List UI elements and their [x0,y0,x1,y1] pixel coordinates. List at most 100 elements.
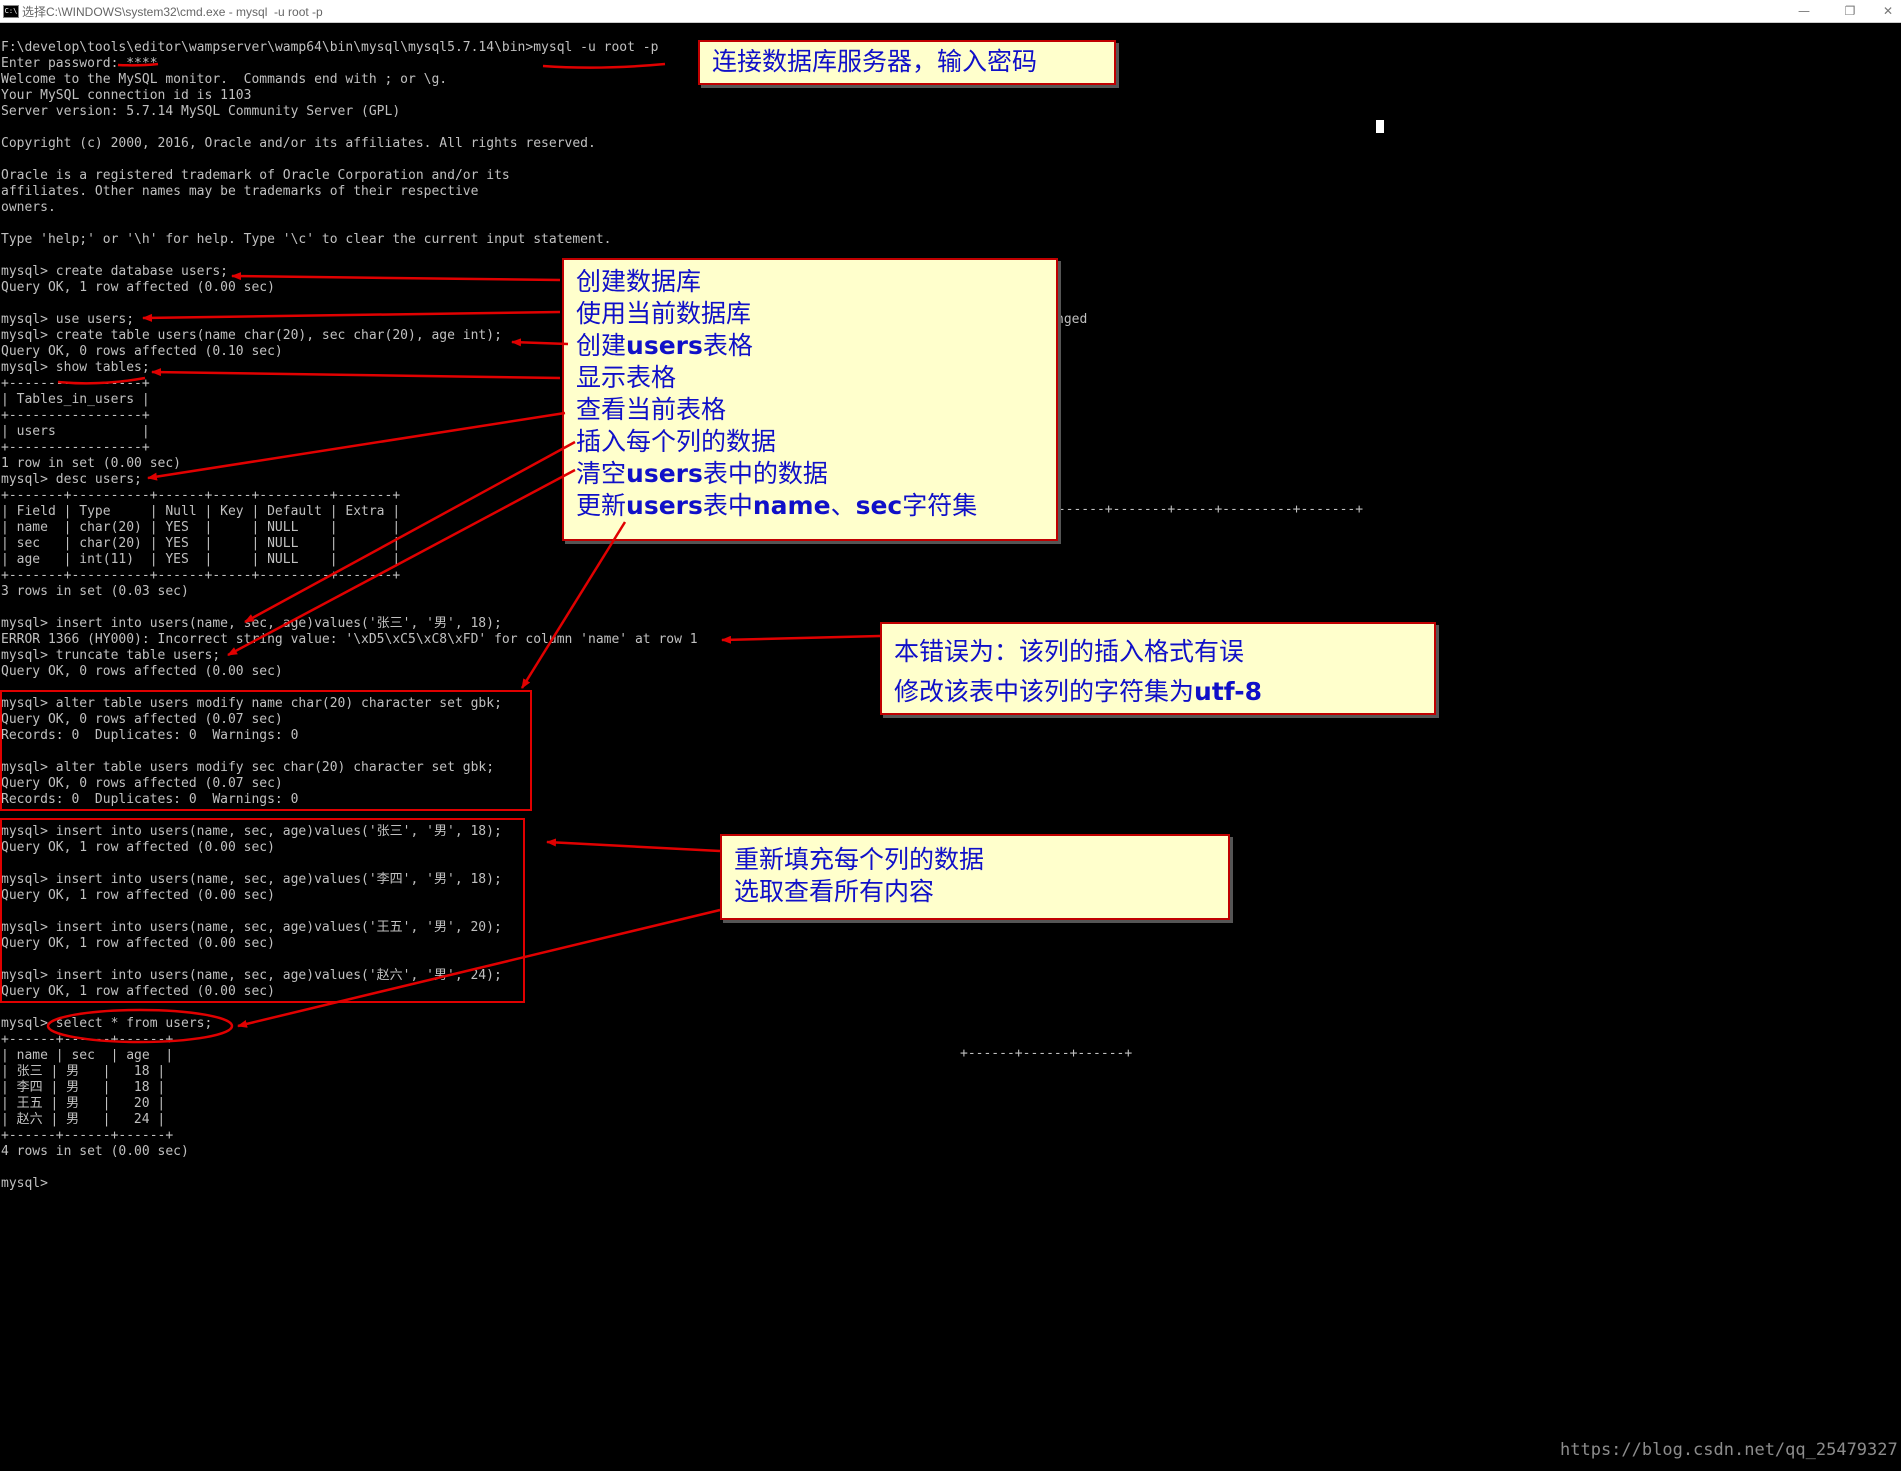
window-title: 选择C:\WINDOWS\system32\cmd.exe - mysql -u… [22,5,323,19]
terminal-line: Server version: 5.7.14 MySQL Community S… [1,104,401,119]
terminal-line: Query OK, 1 row affected (0.00 sec) [1,280,275,295]
watermark: https://blog.csdn.net/qq_25479327 [1560,1440,1898,1460]
terminal-line: | users | [1,424,150,439]
terminal-line: | name | sec | age | [1,1048,174,1063]
terminal-line: +-------+----------+------+-----+-------… [1,488,401,503]
terminal-line: Query OK, 0 rows affected (0.07 sec) [1,712,283,727]
terminal-line: Query OK, 1 row affected (0.00 sec) [1,888,275,903]
arrow [151,368,561,380]
terminal-line: mysql> insert into users(name, sec, age)… [1,920,502,935]
terminal-line: mysql> alter table users modify name cha… [1,696,502,711]
terminal-line: | 李四 | 男 | 18 | [1,1080,166,1095]
terminal-line: Query OK, 0 rows affected (0.10 sec) [1,344,283,359]
highlight-ellipse [46,1008,234,1044]
terminal-line: Query OK, 1 row affected (0.00 sec) [1,984,275,999]
terminal-line: Your MySQL connection id is 1103 [1,88,252,103]
callout-step: 查看当前表格 [576,395,727,424]
terminal-line: mysql> select * from users; [1,1016,213,1031]
terminal-line: | Tables_in_users | [1,392,150,407]
terminal-line: | age | int(11) | YES | | NULL | | [1,552,401,567]
callout-step: 显示表格 [576,363,677,392]
callout-step: 使用当前数据库 [576,299,752,328]
callout-connect-text: 连接数据库服务器，输入密码 [712,47,1038,76]
callout-step: 创建数据库 [576,267,702,296]
terminal-line: mysql> alter table users modify sec char… [1,760,495,775]
callout-error-line: 本错误为：该列的插入格式有误 [894,637,1245,666]
underline-mark [117,62,159,67]
terminal-line: Oracle is a registered trademark of Orac… [1,168,510,183]
terminal-line: | Field | Type | Null | Key | Default | … [1,504,401,519]
arrow [227,468,576,657]
terminal-line: +-----------------+ [1,440,150,455]
callout-step: 更新users表中name、sec字符集 [576,491,978,520]
callout-refill-line: 重新填充每个列的数据 [734,845,985,874]
callout-error-line: 修改该表中该列的字符集为utf-8 [894,677,1262,706]
callout-connect: 连接数据库服务器，输入密码 [698,40,1116,85]
arrow [244,440,576,624]
terminal-line: Query OK, 1 row affected (0.00 sec) [1,936,275,951]
callout-refill: 重新填充每个列的数据 选取查看所有内容 [720,834,1230,920]
terminal-line: ERROR 1366 (HY000): Incorrect string val… [1,632,698,647]
terminal-line: | name | char(20) | YES | | NULL | | [1,520,401,535]
terminal-line: mysql> use users; [1,312,135,327]
terminal-overflow-border: +------+------+------+ [960,1046,1133,1061]
arrow [546,838,721,853]
terminal-line: affiliates. Other names may be trademark… [1,184,479,199]
terminal-line: mysql> desc users; [1,472,142,487]
arrow [147,411,566,481]
arrow [511,338,569,347]
text-cursor [1376,120,1384,133]
terminal-line: mysql> create table users(name char(20),… [1,328,502,343]
arrow [721,634,881,644]
callout-step: 清空users表中的数据 [576,459,828,488]
terminal-line: 3 rows in set (0.03 sec) [1,584,189,599]
terminal-line: Copyright (c) 2000, 2016, Oracle and/or … [1,136,596,151]
callout-error: 本错误为：该列的插入格式有误 修改该表中该列的字符集为utf-8 [880,622,1436,715]
callout-step: 插入每个列的数据 [576,427,777,456]
terminal-line: mysql> show tables; [1,360,150,375]
terminal-line: +-------+----------+------+-----+-------… [1,568,401,583]
callout-step: 创建users表格 [576,331,753,360]
insert-statements-highlight [0,818,525,1003]
terminal-line: owners. [1,200,56,215]
underline-mark [542,62,666,69]
terminal-output[interactable]: F:\develop\tools\editor\wampserver\wamp6… [1,40,698,1192]
arrow [520,521,627,689]
callout-steps: 创建数据库 使用当前数据库 创建users表格 显示表格 查看当前表格 插入每个… [562,258,1058,541]
window-titlebar: C:\ 选择C:\WINDOWS\system32\cmd.exe - mysq… [0,0,1901,23]
terminal-line: 1 row in set (0.00 sec) [1,456,182,471]
callout-refill-line: 选取查看所有内容 [734,877,935,906]
terminal-line: Enter password: **** [1,56,158,71]
arrow [231,272,561,282]
terminal-line: Records: 0 Duplicates: 0 Warnings: 0 [1,728,299,743]
underline-mark [57,376,146,385]
terminal-line: Type 'help;' or '\h' for help. Type '\c'… [1,232,612,247]
alter-statements-highlight [0,690,532,811]
terminal-line: | 张三 | 男 | 18 | [1,1064,166,1079]
terminal-line: Query OK, 1 row affected (0.00 sec) [1,840,275,855]
terminal-line: mysql> insert into users(name, sec, age)… [1,824,502,839]
terminal-line: 4 rows in set (0.00 sec) [1,1144,189,1159]
terminal-line: Welcome to the MySQL monitor. Commands e… [1,72,448,87]
terminal-line: F:\develop\tools\editor\wampserver\wamp6… [1,40,659,55]
terminal-line: Query OK, 0 rows affected (0.00 sec) [1,664,283,679]
terminal-line: mysql> [1,1176,48,1191]
terminal-line: | sec | char(20) | YES | | NULL | | [1,536,401,551]
terminal-line: | 赵六 | 男 | 24 | [1,1112,166,1127]
terminal-line: +------+------+------+ [1,1128,174,1143]
minimize-button[interactable]: — [1798,4,1810,18]
terminal-overflow-border: -------+-------+-----+---------+-------+ [1050,502,1364,517]
terminal-line: mysql> insert into users(name, sec, age)… [1,616,502,631]
terminal-line: mysql> truncate table users; [1,648,221,663]
terminal-line: | 王五 | 男 | 20 | [1,1096,166,1111]
restore-button[interactable]: ❐ [1844,4,1856,18]
terminal-line: Query OK, 0 rows affected (0.07 sec) [1,776,283,791]
arrow [142,310,561,322]
terminal-overflow-text: nged [1056,312,1088,327]
close-button[interactable]: ✕ [1882,4,1894,18]
terminal-line: mysql> insert into users(name, sec, age)… [1,872,502,887]
terminal-line: +-----------------+ [1,408,150,423]
terminal-line: mysql> create database users; [1,264,228,279]
arrow [237,908,721,1028]
